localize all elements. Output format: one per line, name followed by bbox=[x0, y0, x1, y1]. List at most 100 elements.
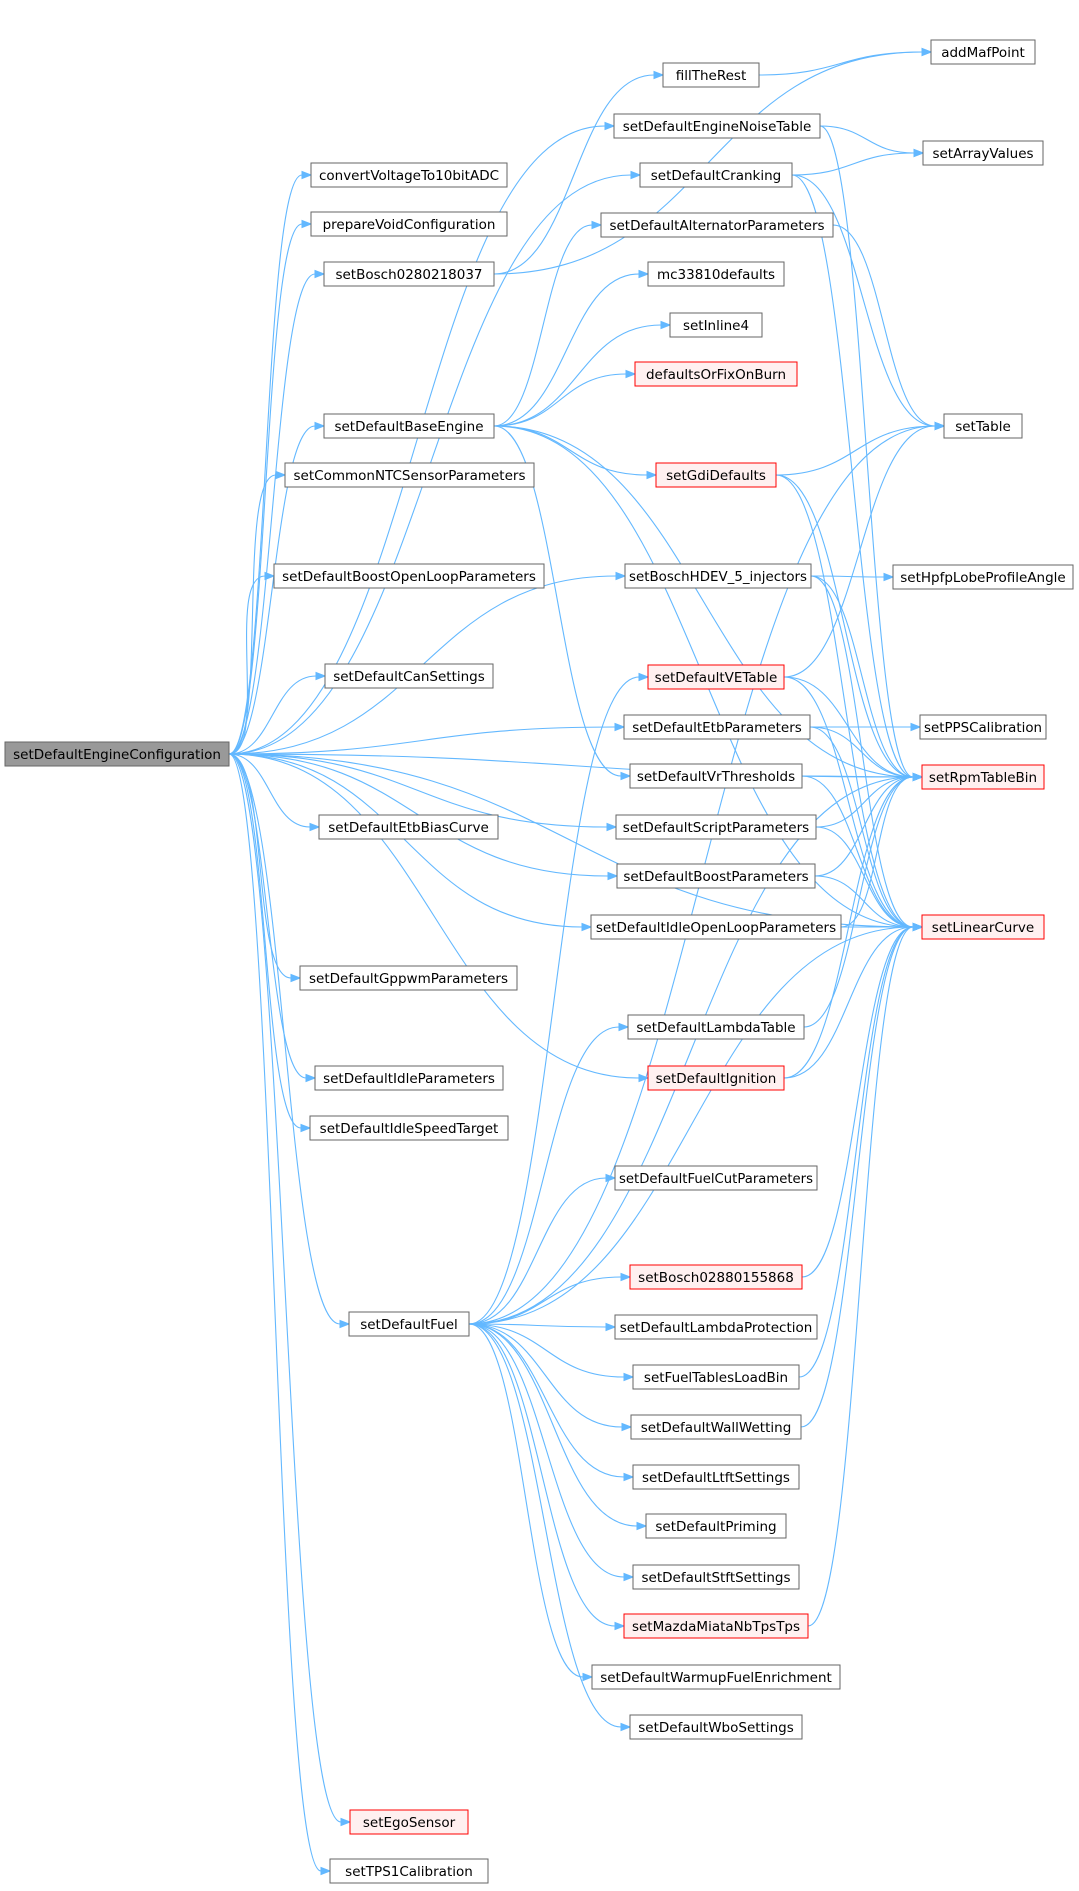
node-set-bosch02880155868[interactable]: setBosch02880155868 bbox=[629, 1264, 803, 1290]
node-set-default-script-parameters[interactable]: setDefaultScriptParameters bbox=[615, 814, 817, 840]
node-set-default-fuel[interactable]: setDefaultFuel bbox=[348, 1311, 470, 1337]
edge-n12-to-n38 bbox=[468, 1323, 648, 1531]
node-set-default-etb-parameters[interactable]: setDefaultEtbParameters bbox=[623, 714, 811, 740]
node-box bbox=[629, 1714, 803, 1740]
node-set-gdi-defaults[interactable]: setGdiDefaults bbox=[655, 462, 777, 488]
node-label: setDefaultLtftSettings bbox=[642, 1470, 790, 1486]
edge-n4-to-n26 bbox=[493, 425, 632, 781]
edge-n0-to-n23 bbox=[228, 571, 627, 755]
node-set-array-values[interactable]: setArrayValues bbox=[922, 140, 1044, 166]
node-set-default-wall-wetting[interactable]: setDefaultWallWetting bbox=[630, 1414, 802, 1440]
edge-n12-to-n37 bbox=[468, 1323, 635, 1482]
node-set-default-etb-bias-curve[interactable]: setDefaultEtbBiasCurve bbox=[318, 814, 499, 840]
node-set-common-ntcsensor-parameters[interactable]: setCommonNTCSensorParameters bbox=[284, 462, 535, 488]
node-defaults-or-fix-on-burn[interactable]: defaultsOrFixOnBurn bbox=[634, 361, 798, 387]
node-set-hpfp-lobe-profile-angle[interactable]: setHpfpLobeProfileAngle bbox=[892, 564, 1074, 590]
edge-n12-to-n42 bbox=[468, 1323, 632, 1732]
node-mc33810defaults[interactable]: mc33810defaults bbox=[647, 261, 785, 287]
node-box bbox=[919, 714, 1047, 740]
node-set-default-engine-noise-table[interactable]: setDefaultEngineNoiseTable bbox=[613, 113, 821, 139]
node-label: setGdiDefaults bbox=[666, 468, 766, 484]
node-box bbox=[329, 1858, 489, 1884]
edge-n0-to-n8 bbox=[228, 753, 321, 832]
edge-n12-to-n30 bbox=[468, 1022, 630, 1325]
node-add-maf-point[interactable]: addMafPoint bbox=[930, 39, 1036, 65]
node-label: setBoschHDEV_5_injectors bbox=[629, 569, 807, 585]
node-label: setDefaultIdleParameters bbox=[323, 1071, 495, 1087]
node-label: setDefaultEtbParameters bbox=[632, 720, 802, 736]
node-set-ego-sensor[interactable]: setEgoSensor bbox=[349, 1809, 469, 1835]
node-box bbox=[615, 814, 817, 840]
edge-n0-to-n25 bbox=[228, 722, 626, 755]
node-set-default-idle-open-loop-parameters[interactable]: setDefaultIdleOpenLoopParameters bbox=[590, 914, 842, 940]
node-set-mazda-miata-nb-tps-tps[interactable]: setMazdaMiataNbTpsTps bbox=[623, 1613, 809, 1639]
node-set-default-ignition[interactable]: setDefaultIgnition bbox=[647, 1065, 785, 1091]
node-label: setHpfpLobeProfileAngle bbox=[900, 570, 1066, 586]
node-box bbox=[930, 39, 1036, 65]
node-set-default-cranking[interactable]: setDefaultCranking bbox=[639, 162, 793, 188]
edge-n4-to-n20 bbox=[493, 320, 672, 427]
node-set-default-base-engine[interactable]: setDefaultBaseEngine bbox=[323, 413, 495, 439]
node-label: setTable bbox=[955, 419, 1011, 435]
node-box bbox=[323, 413, 495, 439]
node-set-default-lambda-protection[interactable]: setDefaultLambdaProtection bbox=[614, 1314, 818, 1340]
node-set-fuel-tables-load-bin[interactable]: setFuelTablesLoadBin bbox=[632, 1364, 800, 1390]
node-box bbox=[318, 814, 499, 840]
node-set-default-idle-parameters[interactable]: setDefaultIdleParameters bbox=[314, 1065, 504, 1091]
node-set-default-ltft-settings[interactable]: setDefaultLtftSettings bbox=[632, 1464, 800, 1490]
edge-n12-to-n34 bbox=[468, 1322, 617, 1332]
node-set-inline4[interactable]: setInline4 bbox=[669, 312, 763, 338]
node-label: addMafPoint bbox=[941, 45, 1025, 61]
node-set-default-boost-open-loop-parameters[interactable]: setDefaultBoostOpenLoopParameters bbox=[273, 563, 545, 589]
node-label: setDefaultPriming bbox=[655, 1519, 776, 1535]
node-set-default-lambda-table[interactable]: setDefaultLambdaTable bbox=[627, 1014, 805, 1040]
edge-n15-to-n43 bbox=[758, 47, 933, 76]
node-set-ppscalibration[interactable]: setPPSCalibration bbox=[919, 714, 1047, 740]
node-box bbox=[647, 1065, 785, 1091]
edge-n3-to-n15 bbox=[493, 70, 665, 275]
node-box bbox=[613, 113, 821, 139]
node-set-bosch-hdev-5-injectors[interactable]: setBoschHDEV_5_injectors bbox=[624, 563, 812, 589]
node-box bbox=[632, 1564, 800, 1590]
node-convert-voltage-to10bit-adc[interactable]: convertVoltageTo10bitADC bbox=[310, 162, 508, 188]
edge-n12-to-n41 bbox=[468, 1323, 594, 1682]
node-box bbox=[310, 162, 508, 188]
node-set-default-wbo-settings[interactable]: setDefaultWboSettings bbox=[629, 1714, 803, 1740]
node-set-default-engine-configuration[interactable]: setDefaultEngineConfiguration bbox=[4, 741, 230, 767]
node-set-default-priming[interactable]: setDefaultPriming bbox=[645, 1513, 787, 1539]
node-set-default-warmup-fuel-enrichment[interactable]: setDefaultWarmupFuelEnrichment bbox=[591, 1664, 841, 1690]
node-set-tps1-calibration[interactable]: setTPS1Calibration bbox=[329, 1858, 489, 1884]
node-set-default-boost-parameters[interactable]: setDefaultBoostParameters bbox=[616, 863, 816, 889]
node-label: fillTheRest bbox=[676, 68, 747, 84]
node-set-default-vetable[interactable]: setDefaultVETable bbox=[647, 664, 785, 690]
node-box bbox=[669, 312, 763, 338]
node-label: setDefaultEngineNoiseTable bbox=[623, 119, 812, 135]
edge-n24-to-n45 bbox=[783, 421, 946, 678]
node-set-default-fuel-cut-parameters[interactable]: setDefaultFuelCutParameters bbox=[614, 1165, 818, 1191]
node-label: mc33810defaults bbox=[657, 267, 775, 283]
node-set-rpm-table-bin[interactable]: setRpmTableBin bbox=[921, 764, 1045, 790]
node-set-default-idle-speed-target[interactable]: setDefaultIdleSpeedTarget bbox=[309, 1115, 509, 1141]
node-fill-the-rest[interactable]: fillTheRest bbox=[662, 62, 760, 88]
node-box bbox=[639, 162, 793, 188]
node-set-default-vr-thresholds[interactable]: setDefaultVrThresholds bbox=[629, 763, 803, 789]
node-set-default-can-settings[interactable]: setDefaultCanSettings bbox=[324, 663, 494, 689]
node-set-default-gppwm-parameters[interactable]: setDefaultGppwmParameters bbox=[299, 965, 518, 991]
node-label: setDefaultFuel bbox=[360, 1317, 458, 1333]
node-label: setDefaultLambdaTable bbox=[636, 1020, 795, 1036]
node-set-bosch0280218037[interactable]: setBosch0280218037 bbox=[323, 261, 495, 287]
node-box bbox=[647, 664, 785, 690]
node-box bbox=[614, 1314, 818, 1340]
node-set-linear-curve[interactable]: setLinearCurve bbox=[921, 914, 1045, 940]
edge-n0-to-n31 bbox=[228, 753, 650, 1083]
node-prepare-void-configuration[interactable]: prepareVoidConfiguration bbox=[310, 211, 508, 237]
node-box bbox=[629, 763, 803, 789]
node-label: setDefaultCranking bbox=[651, 168, 781, 184]
node-box bbox=[623, 714, 811, 740]
node-set-table[interactable]: setTable bbox=[943, 413, 1023, 439]
node-label: setBosch0280218037 bbox=[335, 267, 482, 283]
node-set-default-stft-settings[interactable]: setDefaultStftSettings bbox=[632, 1564, 800, 1590]
edge-n0-to-n1 bbox=[228, 170, 313, 755]
node-set-default-alternator-parameters[interactable]: setDefaultAlternatorParameters bbox=[600, 212, 834, 238]
